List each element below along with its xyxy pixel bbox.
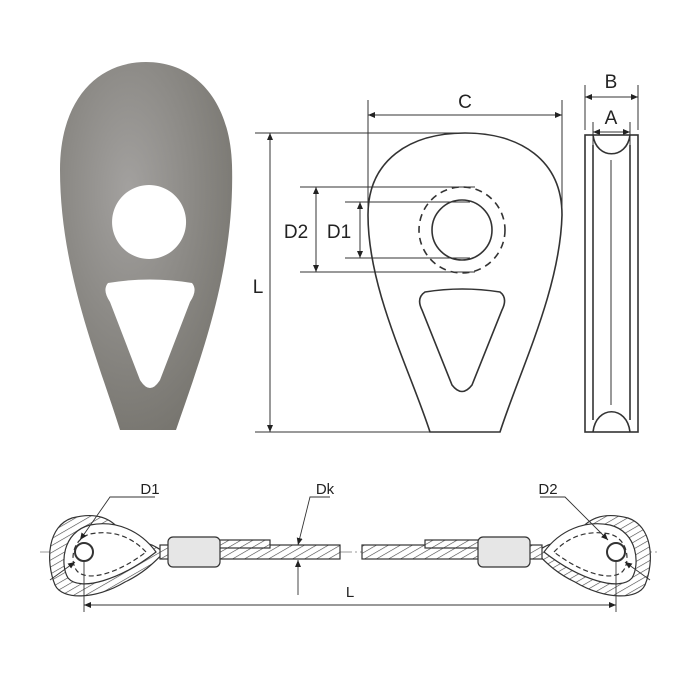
cable-d2-label: D2 — [538, 481, 557, 498]
dimension-d1-label: D1 — [327, 222, 351, 243]
cable-dimension-lines — [49, 496, 651, 612]
cable-length-label: L — [346, 584, 354, 601]
dimension-l-label: L — [253, 277, 264, 298]
cable-assembly — [40, 515, 660, 597]
thimble-side-view — [584, 134, 639, 433]
cable-dk-label: Dk — [316, 481, 335, 498]
dimension-a-label: A — [605, 108, 618, 129]
dimension-c-label: C — [458, 92, 472, 113]
thimble-front-view — [367, 132, 563, 433]
left-ferrule — [167, 536, 221, 568]
right-ferrule — [477, 536, 531, 568]
cable-d1-label: D1 — [140, 481, 159, 498]
dimension-b-label: B — [605, 72, 618, 93]
dimension-lines — [255, 85, 639, 433]
thimble-photo — [60, 62, 233, 430]
dimension-d2-label: D2 — [284, 222, 308, 243]
